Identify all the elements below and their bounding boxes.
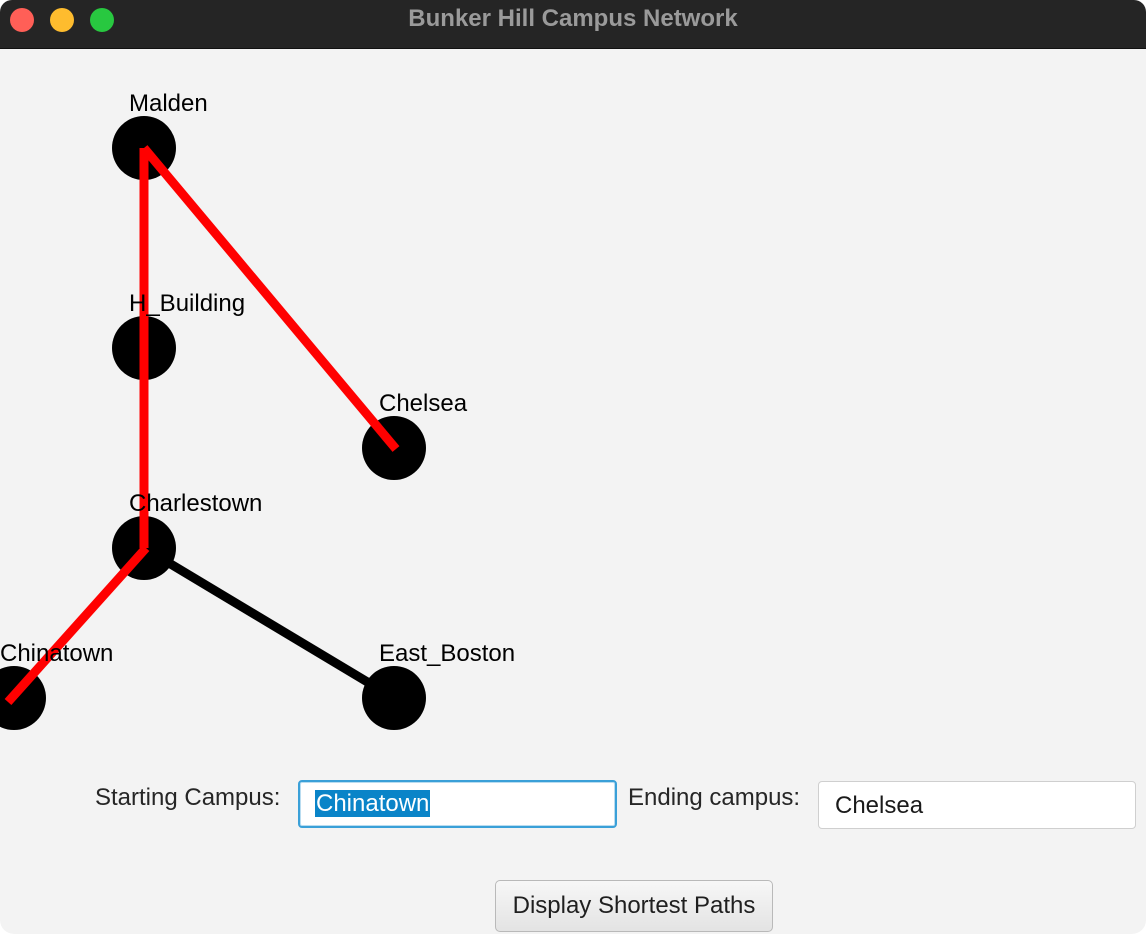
campus-network-graph: Malden H_Building Chelsea Charlestown Ch…	[0, 90, 515, 730]
node-label-chinatown: Chinatown	[0, 640, 113, 667]
node-chinatown	[0, 666, 46, 730]
edge-charlestown-east-boston	[141, 544, 397, 702]
zoom-window-button[interactable]	[90, 8, 114, 32]
title-bar[interactable]: Bunker Hill Campus Network	[0, 0, 1146, 49]
minimize-window-button[interactable]	[50, 8, 74, 32]
highlighted-edge-charlestown-chinatown	[4, 544, 150, 706]
node-label-east-boston: East_Boston	[379, 640, 515, 667]
node-label-malden: Malden	[129, 90, 208, 117]
ending-campus-label: Ending campus:	[628, 784, 801, 811]
highlighted-edge-malden-chelsea	[140, 145, 400, 452]
starting-campus-input[interactable]: Chinatown	[298, 780, 617, 828]
node-label-h-building: H_Building	[129, 290, 245, 317]
node-label-chelsea: Chelsea	[379, 390, 468, 417]
starting-campus-label: Starting Campus:	[95, 784, 281, 811]
window-title: Bunker Hill Campus Network	[408, 5, 738, 32]
node-label-charlestown: Charlestown	[129, 490, 262, 517]
close-window-button[interactable]	[10, 8, 34, 32]
ending-campus-input[interactable]: Chelsea	[818, 781, 1136, 829]
display-shortest-paths-button[interactable]: Display Shortest Paths	[495, 880, 773, 932]
starting-campus-selected-text: Chinatown	[315, 790, 431, 817]
